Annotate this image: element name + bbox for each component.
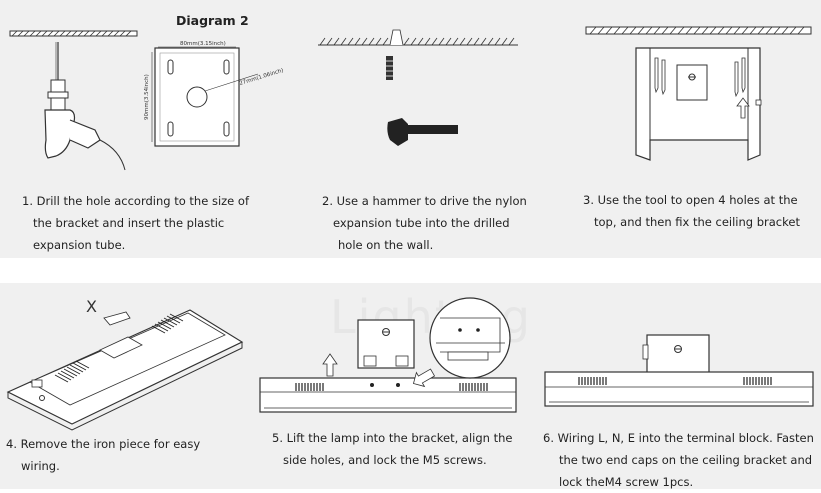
step-1-caption: 1. Drill the hole according to the size … [22,190,249,256]
step-6-line-2: the two end caps on the ceiling bracket … [559,453,813,467]
step-5-line-1: 5. Lift the lamp into the bracket, align… [272,431,513,445]
step1-drill-illustration: 80mm(3.15inch) 90mm(3.54inch) 27mm(1.06i… [9,30,284,171]
step-5-line-2: side holes, and lock the M5 screws. [283,453,487,467]
step-5-caption: 5. Lift the lamp into the bracket, align… [272,427,512,471]
step3-bracket-illustration [585,26,812,161]
step-6-line-3: lock theM4 screw 1pcs. [559,475,694,489]
step-2-caption: 2. Use a hammer to drive the nylon expan… [322,190,527,256]
bracket-height-label: 90mm(3.54inch) [144,74,150,120]
step-2-line-2: expansion tube into the drilled [333,216,510,230]
step-3-line-1: 3. Use the tool to open 4 holes at the [583,193,798,207]
step-6-line-1: 6. Wiring L, N, E into the terminal bloc… [543,431,814,445]
step-2-line-1: 2. Use a hammer to drive the nylon [322,194,527,208]
diagram-title: Diagram 2 [176,13,249,28]
step-3-caption: 3. Use the tool to open 4 holes at the t… [583,189,800,233]
step-6-caption: 6. Wiring L, N, E into the terminal bloc… [543,427,814,493]
step-4-line-2: wiring. [21,459,60,473]
step2-hammer-illustration [318,29,518,146]
remove-mark: X [86,297,97,316]
step-2-line-3: hole on the wall. [338,238,434,252]
step-3-line-2: top, and then fix the ceiling bracket [594,215,800,229]
step-1-line-3: expansion tube. [33,238,126,252]
step-4-line-1: 4. Remove the iron piece for easy [6,437,201,451]
step-4-caption: 4. Remove the iron piece for easy wiring… [6,433,200,477]
step-1-line-2: the bracket and insert the plastic [33,216,225,230]
step-1-line-1: 1. Drill the hole according to the size … [22,194,249,208]
bracket-width-label: 80mm(3.15inch) [180,41,226,47]
